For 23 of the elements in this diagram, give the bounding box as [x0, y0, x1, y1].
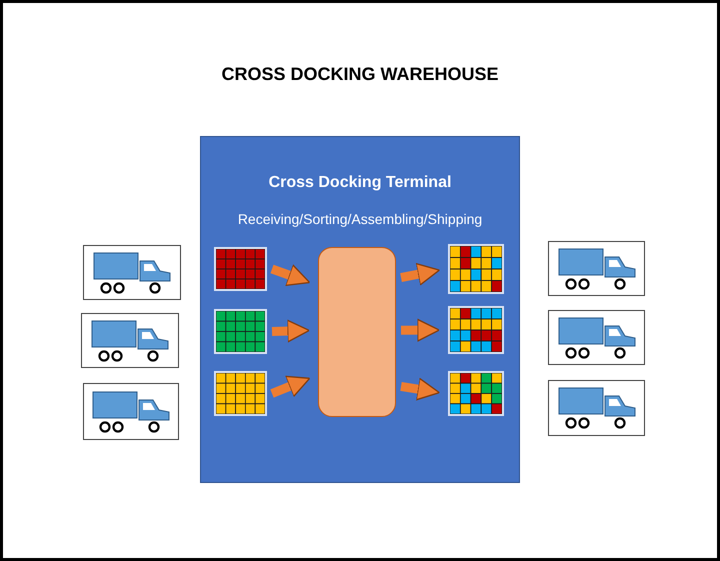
- panel-heading: Cross Docking Terminal: [268, 173, 452, 193]
- arrow: [270, 376, 310, 398]
- process-box: [318, 247, 396, 417]
- diagram-title: CROSS DOCKING WAREHOUSE: [220, 63, 500, 86]
- arrow: [400, 378, 440, 400]
- truck-card: [83, 245, 181, 300]
- crate-grid: [448, 371, 504, 416]
- truck-card: [548, 241, 645, 296]
- crate-grid: [214, 371, 267, 416]
- terminal-panel: [200, 136, 520, 483]
- crate-grid: [214, 247, 267, 291]
- arrow: [270, 264, 310, 286]
- truck-card: [548, 380, 645, 436]
- panel-subheading: Receiving/Sorting/Assembling/Shipping: [238, 211, 482, 228]
- truck-card: [81, 313, 179, 368]
- arrow: [272, 320, 310, 342]
- arrow: [400, 263, 440, 286]
- truck-card: [548, 310, 645, 365]
- truck-card: [83, 383, 179, 440]
- arrow: [400, 318, 440, 342]
- crate-grid: [448, 306, 504, 354]
- crate-grid: [448, 244, 504, 294]
- crate-grid: [214, 309, 267, 354]
